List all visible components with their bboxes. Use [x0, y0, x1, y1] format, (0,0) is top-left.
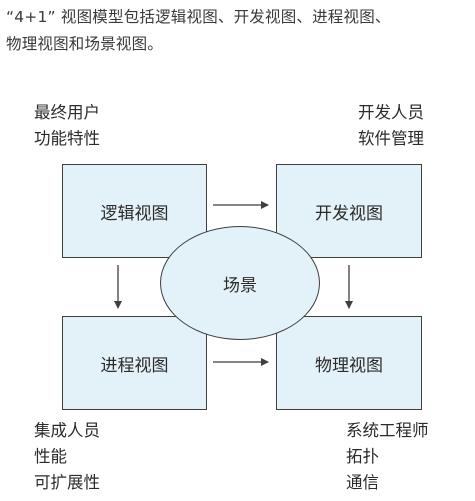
ellipse-scenarios: 场景	[160, 226, 320, 340]
label-end-users: 最终用户 功能特性	[34, 100, 100, 152]
label-line: 软件管理	[358, 129, 424, 148]
label-line: 开发人员	[358, 103, 424, 122]
ellipse-label: 场景	[223, 275, 257, 296]
box-process-view: 进程视图	[62, 316, 207, 410]
intro-line-1: “4+1” 视图模型包括逻辑视图、开发视图、进程视图、	[6, 8, 391, 26]
box-development-view: 开发视图	[276, 164, 422, 258]
label-line: 功能特性	[34, 129, 100, 148]
box-label: 开发视图	[315, 203, 383, 224]
box-physical-view: 物理视图	[276, 316, 422, 410]
label-system-engineers: 系统工程师 拓扑 通信	[346, 418, 429, 496]
box-label: 物理视图	[315, 355, 383, 376]
label-developers: 开发人员 软件管理	[358, 100, 424, 152]
label-line: 可扩展性	[34, 473, 100, 492]
box-label: 进程视图	[100, 355, 169, 376]
label-line: 最终用户	[34, 103, 100, 122]
label-line: 系统工程师	[346, 421, 429, 440]
label-line: 集成人员	[34, 421, 100, 440]
label-line: 性能	[34, 447, 67, 466]
box-label: 逻辑视图	[100, 203, 169, 224]
intro-paragraph: “4+1” 视图模型包括逻辑视图、开发视图、进程视图、 物理视图和场景视图。	[6, 4, 474, 58]
intro-line-2: 物理视图和场景视图。	[6, 35, 164, 53]
label-line: 通信	[346, 473, 379, 492]
label-integrators: 集成人员 性能 可扩展性	[34, 418, 100, 496]
label-line: 拓扑	[346, 447, 379, 466]
